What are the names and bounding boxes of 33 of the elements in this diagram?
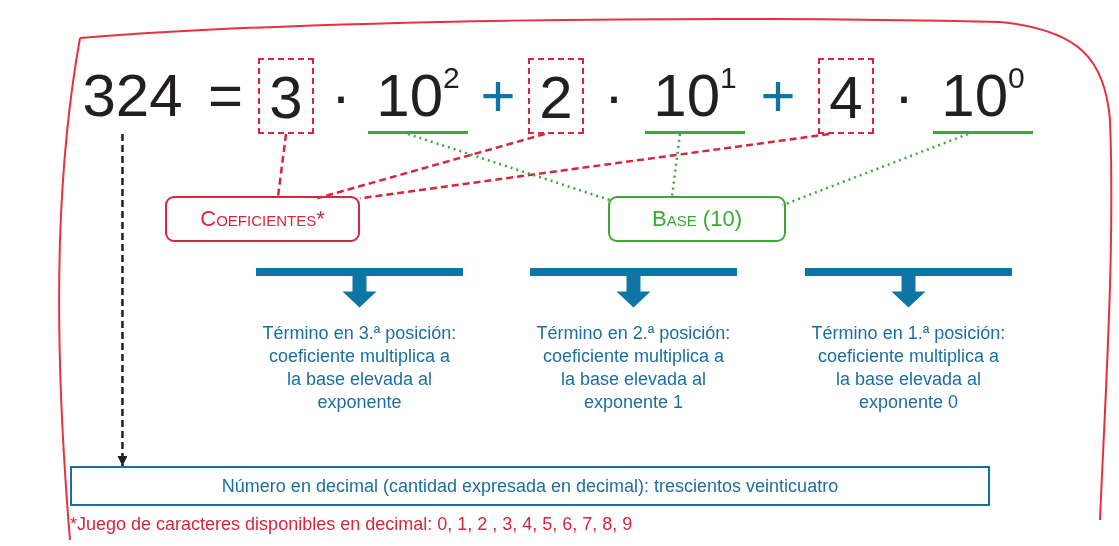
number-text: 324	[70, 58, 195, 134]
block-arrow	[616, 276, 651, 308]
base-power: 10$^{2}$	[368, 58, 468, 134]
multiplication-dot: ·	[330, 61, 352, 131]
leader-line	[670, 133, 682, 197]
leader-line	[782, 132, 969, 207]
multiplication-dot: ·	[893, 61, 915, 131]
plus-sign: +	[479, 61, 517, 131]
decimal-number-box: Número en decimal (cantidad expresada en decimal): trescientos veinticuatro	[70, 466, 990, 506]
term-description: Término en 3.ª posición: coeficiente multiplica a la base elevada al exponente	[262, 322, 457, 418]
bar	[530, 268, 737, 276]
leader-line	[359, 132, 830, 200]
coefficients-label: Coeficientes*	[165, 196, 360, 242]
term-description: Término en 1.ª posición: coeficiente multiplica a la base elevada al exponente 0	[811, 322, 1006, 442]
base-power: 10$^{1}$	[645, 58, 745, 134]
term-description: Término en 2.ª posición: coeficiente multiplica a la base elevada al exponente 1	[536, 322, 731, 442]
block-arrow	[891, 276, 926, 308]
leader-line	[316, 132, 546, 200]
arrow	[117, 134, 128, 466]
plus-sign: +	[759, 61, 797, 131]
block-arrow	[342, 276, 377, 308]
leader-line	[276, 133, 288, 197]
equals-sign: =	[206, 61, 244, 131]
bar	[256, 268, 463, 276]
coefficient-digit: 4	[818, 58, 874, 134]
base-label: Base (10)	[608, 196, 786, 242]
leader-line	[407, 132, 612, 202]
bar	[805, 268, 1012, 276]
coefficient-digit: 3	[258, 58, 314, 134]
base-power: 10$^{0}$	[933, 58, 1033, 134]
multiplication-dot: ·	[603, 61, 625, 131]
coefficient-digit: 2	[528, 58, 584, 134]
footnote: *Juego de caracteres disponibles en decimal: 0, 1, 2 , 3, 4, 5, 6, 7, 8, 9	[70, 514, 634, 536]
